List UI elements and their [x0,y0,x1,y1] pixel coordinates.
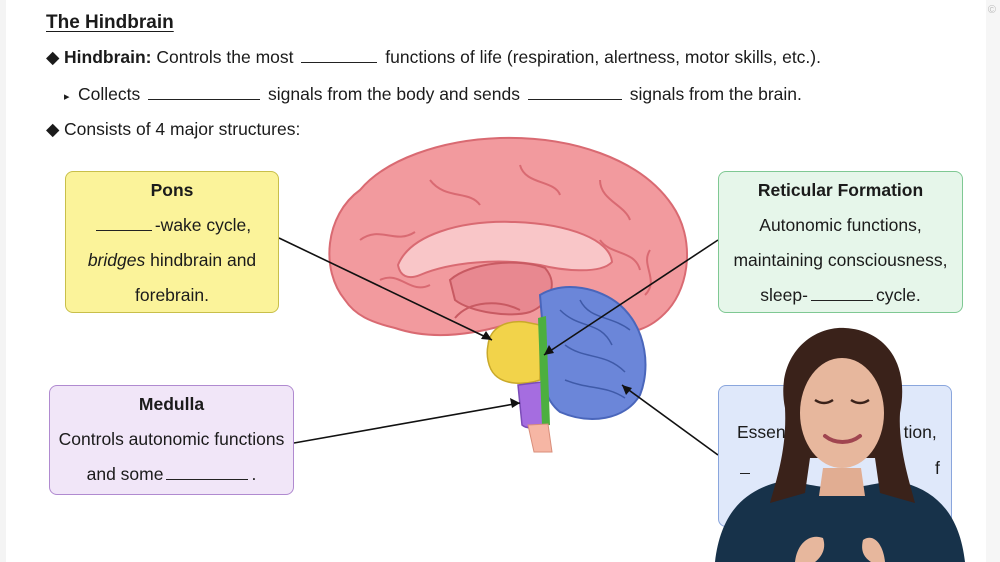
presenter-face [800,358,884,468]
arrowhead-icon [481,331,492,340]
reticular-region [538,316,550,426]
medulla-pointer [293,402,521,444]
bullet-collects: ▸ Collects signals from the body and send… [64,84,802,105]
cerebellum-line2: f [737,450,951,486]
cerebellum-line1-a: Essen [737,422,786,442]
pons-line2: bridges hindbrain and [66,243,278,278]
bullet-hindbrain: ◆Hindbrain: Controls the most functions … [46,47,821,68]
arrowhead-icon [544,345,554,355]
reticular-line3-prefix: sleep- [760,285,808,305]
presenter-sweater [715,481,965,562]
arrowhead-icon [622,385,632,395]
reticular-line3: sleep-cycle. [719,278,962,313]
pons-box: Pons -wake cycle, bridges hindbrain and … [65,171,279,313]
presenter-neck [819,468,865,496]
pons-heading: Pons [150,180,194,200]
reticular-line3-suffix: cycle. [875,285,921,305]
pons-pointer [278,237,493,341]
cerebellum-line2-end: f [935,458,940,478]
blank-line [148,98,261,100]
blank-line [301,61,378,63]
pons-line1: -wake cycle, [66,208,278,243]
pons-line1-text: -wake cycle, [154,215,252,235]
blank-line [166,478,249,480]
medulla-line2-suffix: . [251,464,257,484]
medulla-line1: Controls autonomic functions [58,429,285,449]
cerebrum-illustration [328,136,689,336]
cerebellum-pointer [621,384,719,456]
bullet2-text-a: Collects [78,84,141,104]
blank-line [740,472,750,474]
medulla-line2-prefix: and some [86,464,164,484]
bullet2-text-b: signals from the body and sends [268,84,520,104]
diamond-bullet-icon: ◆ [46,47,60,67]
hindbrain-term: Hindbrain: [64,47,152,67]
pons-line2-italic: bridges [87,250,146,270]
pons-line2-text: hindbrain and [145,250,257,270]
left-edge [0,0,6,562]
blank-line [527,98,622,100]
bullet2-text-c: signals from the brain. [629,84,802,104]
bullet3-text: Consists of 4 major structures: [64,119,301,139]
blank-line [95,229,152,231]
presenter-hand-left [795,536,825,562]
medulla-box: Medulla Controls autonomic functions and… [49,385,294,495]
pons-line3: forebrain. [135,285,209,305]
arrowhead-icon [510,398,520,408]
reticular-box: Reticular Formation Autonomic functions,… [718,171,963,313]
medulla-line2: and some. [50,457,293,492]
bullet1-text-a: Controls the most [156,47,294,67]
reticular-heading: Reticular Formation [757,180,924,200]
corner-icon: © [987,4,996,16]
blank-line [810,299,873,301]
reticular-line1: Autonomic functions, [759,215,922,235]
reticular-line2: maintaining consciousness, [733,250,948,270]
bullet-structures: ◆Consists of 4 major structures: [46,119,300,140]
cerebellum-line1: Essen tion, [737,414,951,450]
spinal-cord [527,423,553,453]
bullet1-text-b: functions of life (respiration, alertnes… [385,47,821,67]
page-title: The Hindbrain [46,12,174,33]
presenter-video [715,327,965,562]
right-edge [986,0,1000,562]
cerebellum-line1-b: tion, [903,422,937,442]
reticular-pointer [543,239,719,356]
presenter-hand-right [862,537,885,562]
triangle-bullet-icon: ▸ [64,91,70,103]
medulla-heading: Medulla [138,394,205,414]
diamond-bullet-icon: ◆ [46,119,60,139]
pons-region [486,320,541,385]
